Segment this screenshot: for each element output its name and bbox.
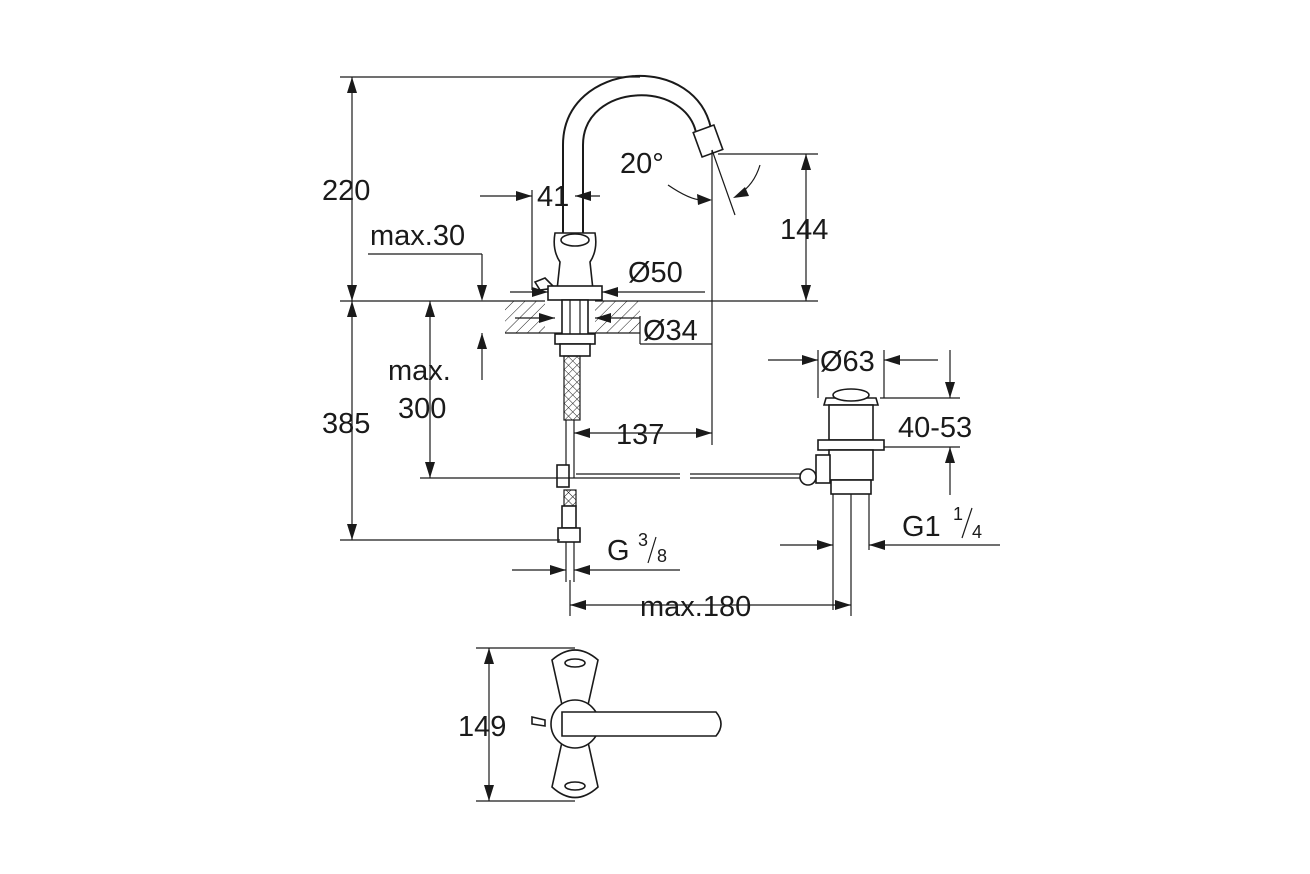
dimension-labels: 220 41 max.30 20° 144 Ø50 Ø34 max. 300 3… [322,148,982,743]
faucet-plan-view [531,649,722,799]
dim-hole-diameter: Ø34 [643,315,698,347]
dim-supply-thread-main: G [607,535,630,567]
dim-waste-range: 40-53 [898,412,972,444]
dim-waste-diameter: Ø63 [820,346,875,378]
dim-angle: 20° [620,148,664,180]
dim-waste-offset: max.180 [640,591,751,623]
dim-handle-clearance: 41 [537,181,569,213]
dim-below-deck-line2: 300 [398,393,446,425]
faucet-side-view [533,75,724,421]
dim-waste-thread-den: 4 [972,522,982,542]
dim-below-deck-line1: max. [388,355,451,387]
dim-supply-thread-num: 3 [638,530,648,550]
dim-waste-thread-num: 1 [953,504,963,524]
dim-spout-height: 144 [780,214,828,246]
dim-base-diameter: Ø50 [628,257,683,289]
dim-total-height: 220 [322,175,370,207]
dim-supply-thread-den: 8 [657,546,667,566]
waste-set [799,388,885,610]
pop-up-rod [420,473,800,479]
dim-waste-thread-main: G1 [902,511,941,543]
dimension-lines [340,76,1000,802]
dim-deck-thickness: max.30 [370,220,465,252]
dim-projection: 137 [616,419,664,451]
dim-below-total: 385 [322,408,370,440]
supply-hose-lower [556,420,581,582]
dim-plan-depth: 149 [458,711,506,743]
